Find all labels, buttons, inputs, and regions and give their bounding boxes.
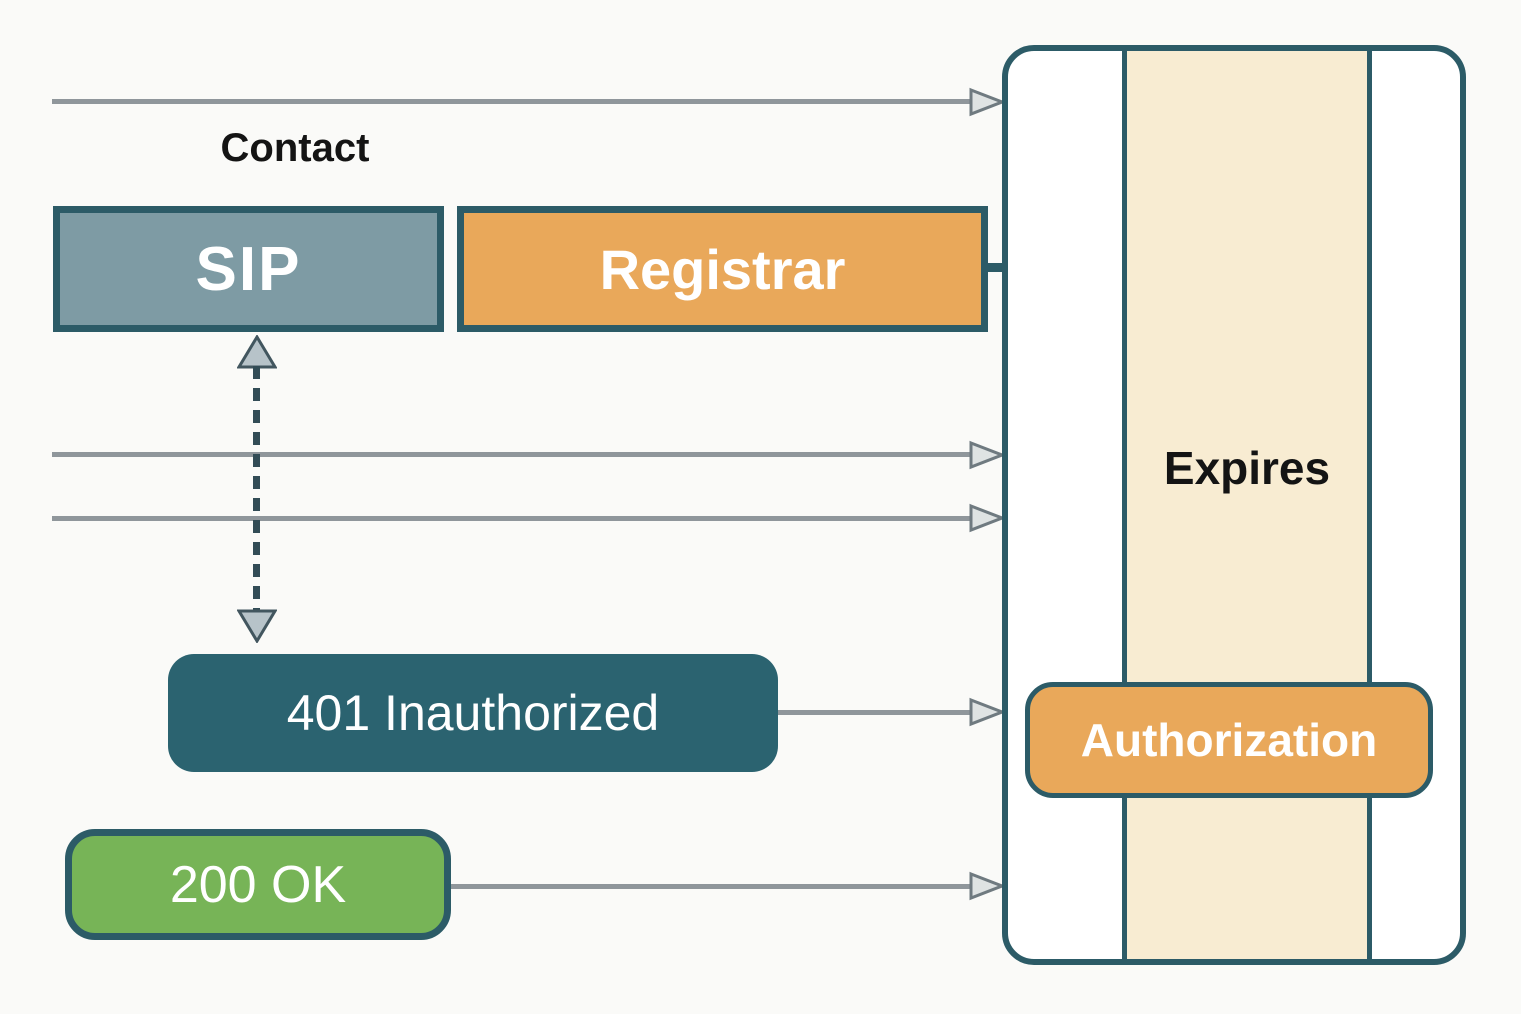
expires-label: Expires [1163,442,1331,494]
sip-box-label: SIP [195,234,302,304]
registrar-lifeline-connector [986,263,1004,272]
registrar-lifeline: Expires [1002,45,1466,965]
authorization-box-label: Authorization [1080,714,1378,766]
arrow-right-icon [969,503,1005,533]
sip-box: SIP [53,206,444,332]
authorization-box: Authorization [1025,682,1433,798]
arrow-right-icon [969,87,1005,117]
ok-box-label: 200 OK [169,855,347,914]
register-message-line-3 [52,516,970,521]
arrow-right-icon [969,440,1005,470]
registrar-box-label: Registrar [599,237,846,301]
ok-box: 200 OK [65,829,451,940]
expires-column: Expires [1122,51,1372,959]
register-message-line-2 [52,452,970,457]
arrow-right-icon [969,697,1005,727]
arrow-down-icon [237,609,277,643]
arrow-up-icon [237,335,277,369]
arrow-right-icon [969,871,1005,901]
ok-response-line [446,884,970,889]
register-message-line-1 [52,99,970,104]
unauthorized-box-label: 401 Inauthorized [286,685,660,741]
registrar-box: Registrar [457,206,988,332]
unauthorized-box: 401 Inauthorized [168,654,778,772]
dashed-link-line [253,366,260,612]
unauthorized-response-line [776,710,970,715]
contact-label: Contact [220,126,370,170]
